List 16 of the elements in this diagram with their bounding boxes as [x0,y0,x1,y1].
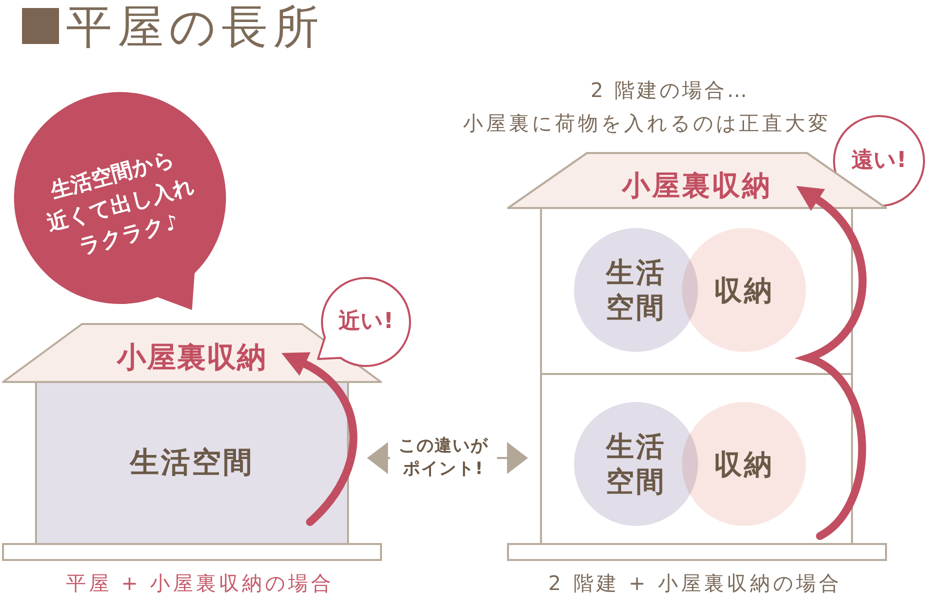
note-text: 小屋裏に荷物を入れるのは正直大変 [463,111,831,135]
wavy-arrow [796,186,866,540]
venn-circle: 収納 [682,402,806,526]
pointer-arrow [367,442,390,474]
callout-text: この違いがポイント! [390,432,497,484]
speech-bubble: 生活空間から 近くて出し入れ ラクラク♪ [12,90,228,312]
note-text: 2 階建の場合… [590,78,750,102]
venn-circle: 収納 [682,228,806,352]
speech-bubble: 近い! [316,276,412,368]
room-box [540,373,853,543]
caption: 平屋 + 小屋裏収納の場合 [66,571,334,595]
title: 平屋の長所 [66,2,324,52]
pointer-arrow [497,442,528,474]
caption: 2 階建 + 小屋裏収納の場合 [548,571,842,595]
room-box: 生活空間 [35,383,349,543]
room-box [540,209,853,373]
